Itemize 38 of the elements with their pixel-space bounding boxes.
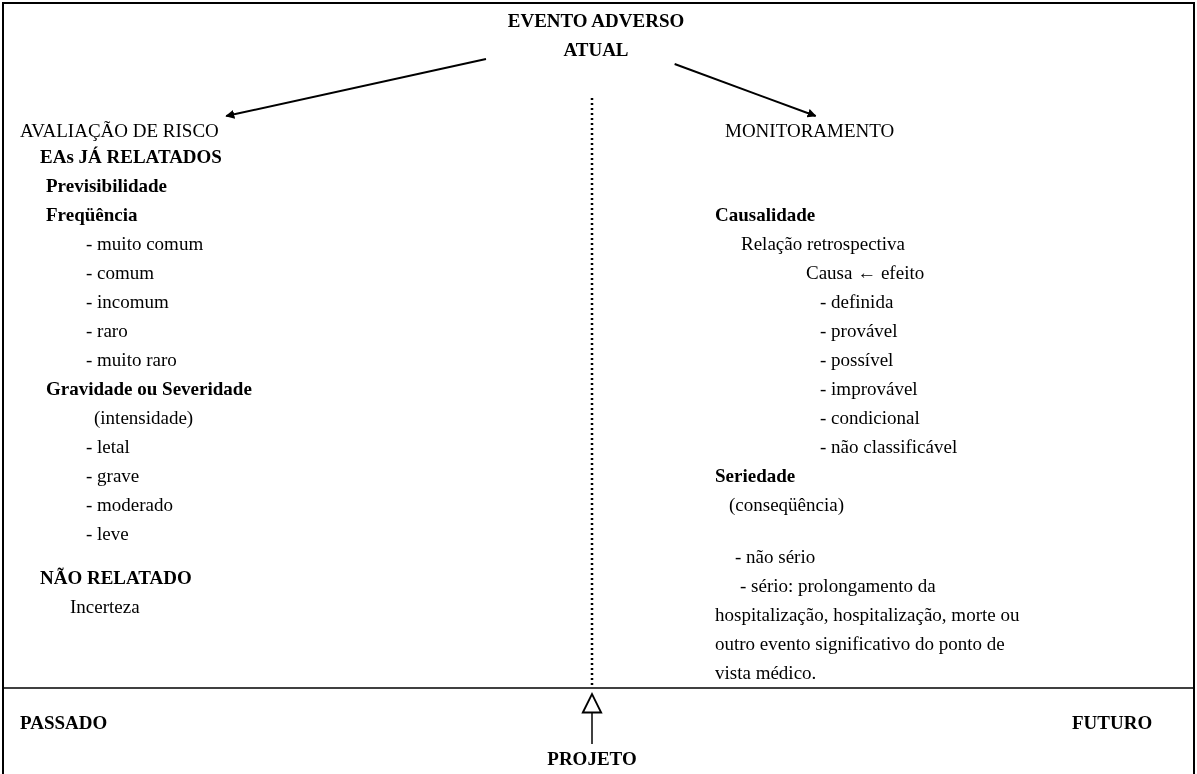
- arrow: [581, 693, 603, 745]
- arrow: [673, 63, 817, 118]
- note-text: (conseqüência): [729, 493, 844, 517]
- heading: Gravidade ou Severidade: [46, 377, 252, 401]
- list-item: - improvável: [820, 377, 918, 401]
- list-item: - não sério: [735, 545, 816, 569]
- heading: EAs JÁ RELATADOS: [40, 145, 222, 169]
- heading: Freqüência: [46, 203, 138, 227]
- list-item: - comum: [86, 261, 155, 285]
- list-item: - muito comum: [86, 232, 204, 256]
- axis-label: FUTURO: [1072, 711, 1153, 735]
- note-text: Causa ← efeito: [806, 261, 925, 285]
- list-item: - provável: [820, 319, 898, 343]
- list-item: - possível: [820, 348, 894, 372]
- list-item: - muito raro: [86, 348, 177, 372]
- heading: EVENTO ADVERSO ATUAL: [486, 6, 706, 64]
- note-text: (intensidade): [94, 406, 194, 430]
- list-item: - definida: [820, 290, 894, 314]
- section-heading: AVALIAÇÃO DE RISCO: [20, 116, 300, 145]
- list-item: - leve: [86, 522, 129, 546]
- heading: Seriedade: [715, 464, 796, 488]
- note-text: Relação retrospectiva: [741, 232, 906, 256]
- axis-label: PASSADO: [20, 711, 108, 735]
- heading: Causalidade: [715, 203, 816, 227]
- note-text: Incerteza: [70, 595, 140, 619]
- section-heading: MONITORAMENTO: [725, 116, 985, 145]
- heading: Previsibilidade: [46, 174, 168, 198]
- list-item: - raro: [86, 319, 128, 343]
- list-item: - condicional: [820, 406, 920, 430]
- axis-label: PROJETO: [530, 744, 654, 773]
- list-item: - não classificável: [820, 435, 958, 459]
- list-item: - grave: [86, 464, 140, 488]
- list-item: - sério: prolongamento da hospitalização, hospitalização, morte ou outro evento significativo do ponto de vista médico.: [715, 574, 1021, 685]
- list-item: - letal: [86, 435, 130, 459]
- list-item: - moderado: [86, 493, 174, 517]
- heading: NÃO RELATADO: [40, 566, 192, 590]
- arrow: [225, 58, 487, 119]
- list-item: - incomum: [86, 290, 169, 314]
